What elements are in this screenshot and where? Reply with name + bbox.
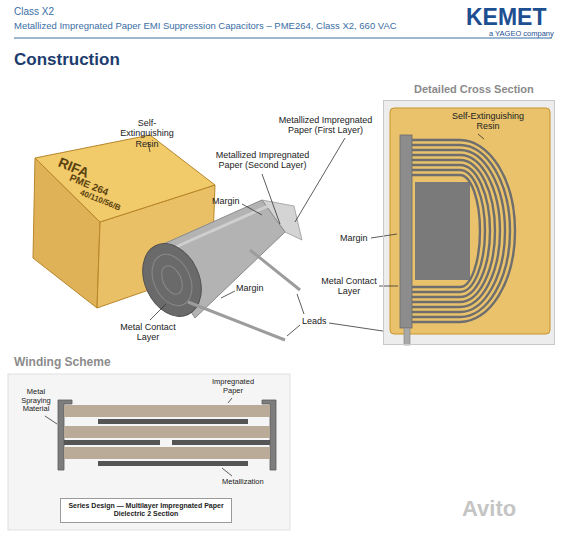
metallization-strip — [98, 461, 248, 466]
winding-layer — [410, 165, 490, 297]
leader-line — [228, 398, 232, 403]
leader-lines — [148, 138, 403, 336]
metal-contact-section — [400, 135, 412, 328]
part-label: Metallization — [222, 478, 264, 487]
part-label: Metal Contact Layer — [320, 276, 378, 297]
header-class: Class X2 — [14, 6, 54, 18]
part-label: Margin — [340, 233, 368, 243]
metal-contact-face — [131, 234, 212, 326]
watermark: Avito — [462, 496, 516, 521]
caption-box: Series Design — Multilayer Impregnated P… — [60, 498, 232, 523]
section-heading: Winding Scheme — [14, 356, 111, 370]
leader-line — [379, 286, 398, 287]
paper-layer — [64, 405, 270, 417]
resin-section — [390, 108, 550, 334]
metallization-strip — [98, 419, 248, 424]
part-label: Metallized Impregnated Paper (Second Lay… — [205, 150, 320, 171]
part-label: Metal Contact Layer — [116, 322, 180, 343]
paper-layer — [64, 447, 270, 459]
part-label: Metal Spraying Material — [12, 388, 60, 414]
leader-line — [222, 468, 232, 476]
part-label: Margin — [236, 283, 264, 293]
winding-layer — [410, 155, 500, 307]
leader-line — [45, 416, 57, 424]
leader-line — [150, 304, 166, 320]
winding-layer — [410, 150, 505, 312]
part-label: Metallized Impregnated Paper (First Laye… — [268, 115, 383, 136]
logo-tagline: a YAGEO company — [489, 30, 554, 39]
winding-layer — [410, 140, 515, 322]
cross-section-panel: Detailed Cross Section — [383, 100, 555, 345]
logo-word: KEMET — [466, 4, 547, 30]
part-label: Leads — [302, 316, 327, 326]
lead-wire — [188, 302, 285, 340]
winding-core-section — [415, 182, 470, 280]
leader-line — [221, 291, 235, 298]
section-title: Construction — [14, 50, 120, 70]
leader-lines — [371, 134, 484, 286]
paper-layer — [64, 426, 270, 438]
winding-ring — [158, 263, 187, 298]
leader-line — [242, 204, 262, 215]
metallization-strip — [64, 440, 160, 445]
winding-layer — [410, 170, 485, 292]
caption-text: Series Design — Multilayer Impregnated P… — [65, 502, 227, 519]
leader-line — [262, 174, 280, 224]
leader-line — [297, 294, 304, 314]
leader-line — [287, 325, 300, 336]
part-label: Margin — [212, 196, 240, 206]
winding-layer — [410, 145, 510, 317]
part-label: Self-Extinguishing Resin — [116, 118, 178, 149]
scheme-ground — [8, 374, 290, 530]
winding-layers — [410, 140, 515, 322]
leader-line — [478, 134, 484, 139]
header-rule — [14, 38, 552, 39]
leader-line — [371, 234, 397, 238]
resin-top-face — [35, 135, 215, 222]
winding-layer — [410, 175, 480, 287]
lead-section — [404, 328, 410, 345]
metallization-strip — [172, 440, 270, 445]
winding-layer — [410, 160, 495, 302]
header-subtitle: Metallized Impregnated Paper EMI Suppres… — [14, 21, 397, 32]
leader-lines — [45, 398, 232, 476]
panel-heading: Detailed Cross Section — [414, 83, 534, 96]
part-label: Impregnated Paper — [205, 378, 261, 395]
part-label: Self-Extinguishing Resin — [440, 111, 536, 132]
panel-ground — [383, 100, 555, 345]
